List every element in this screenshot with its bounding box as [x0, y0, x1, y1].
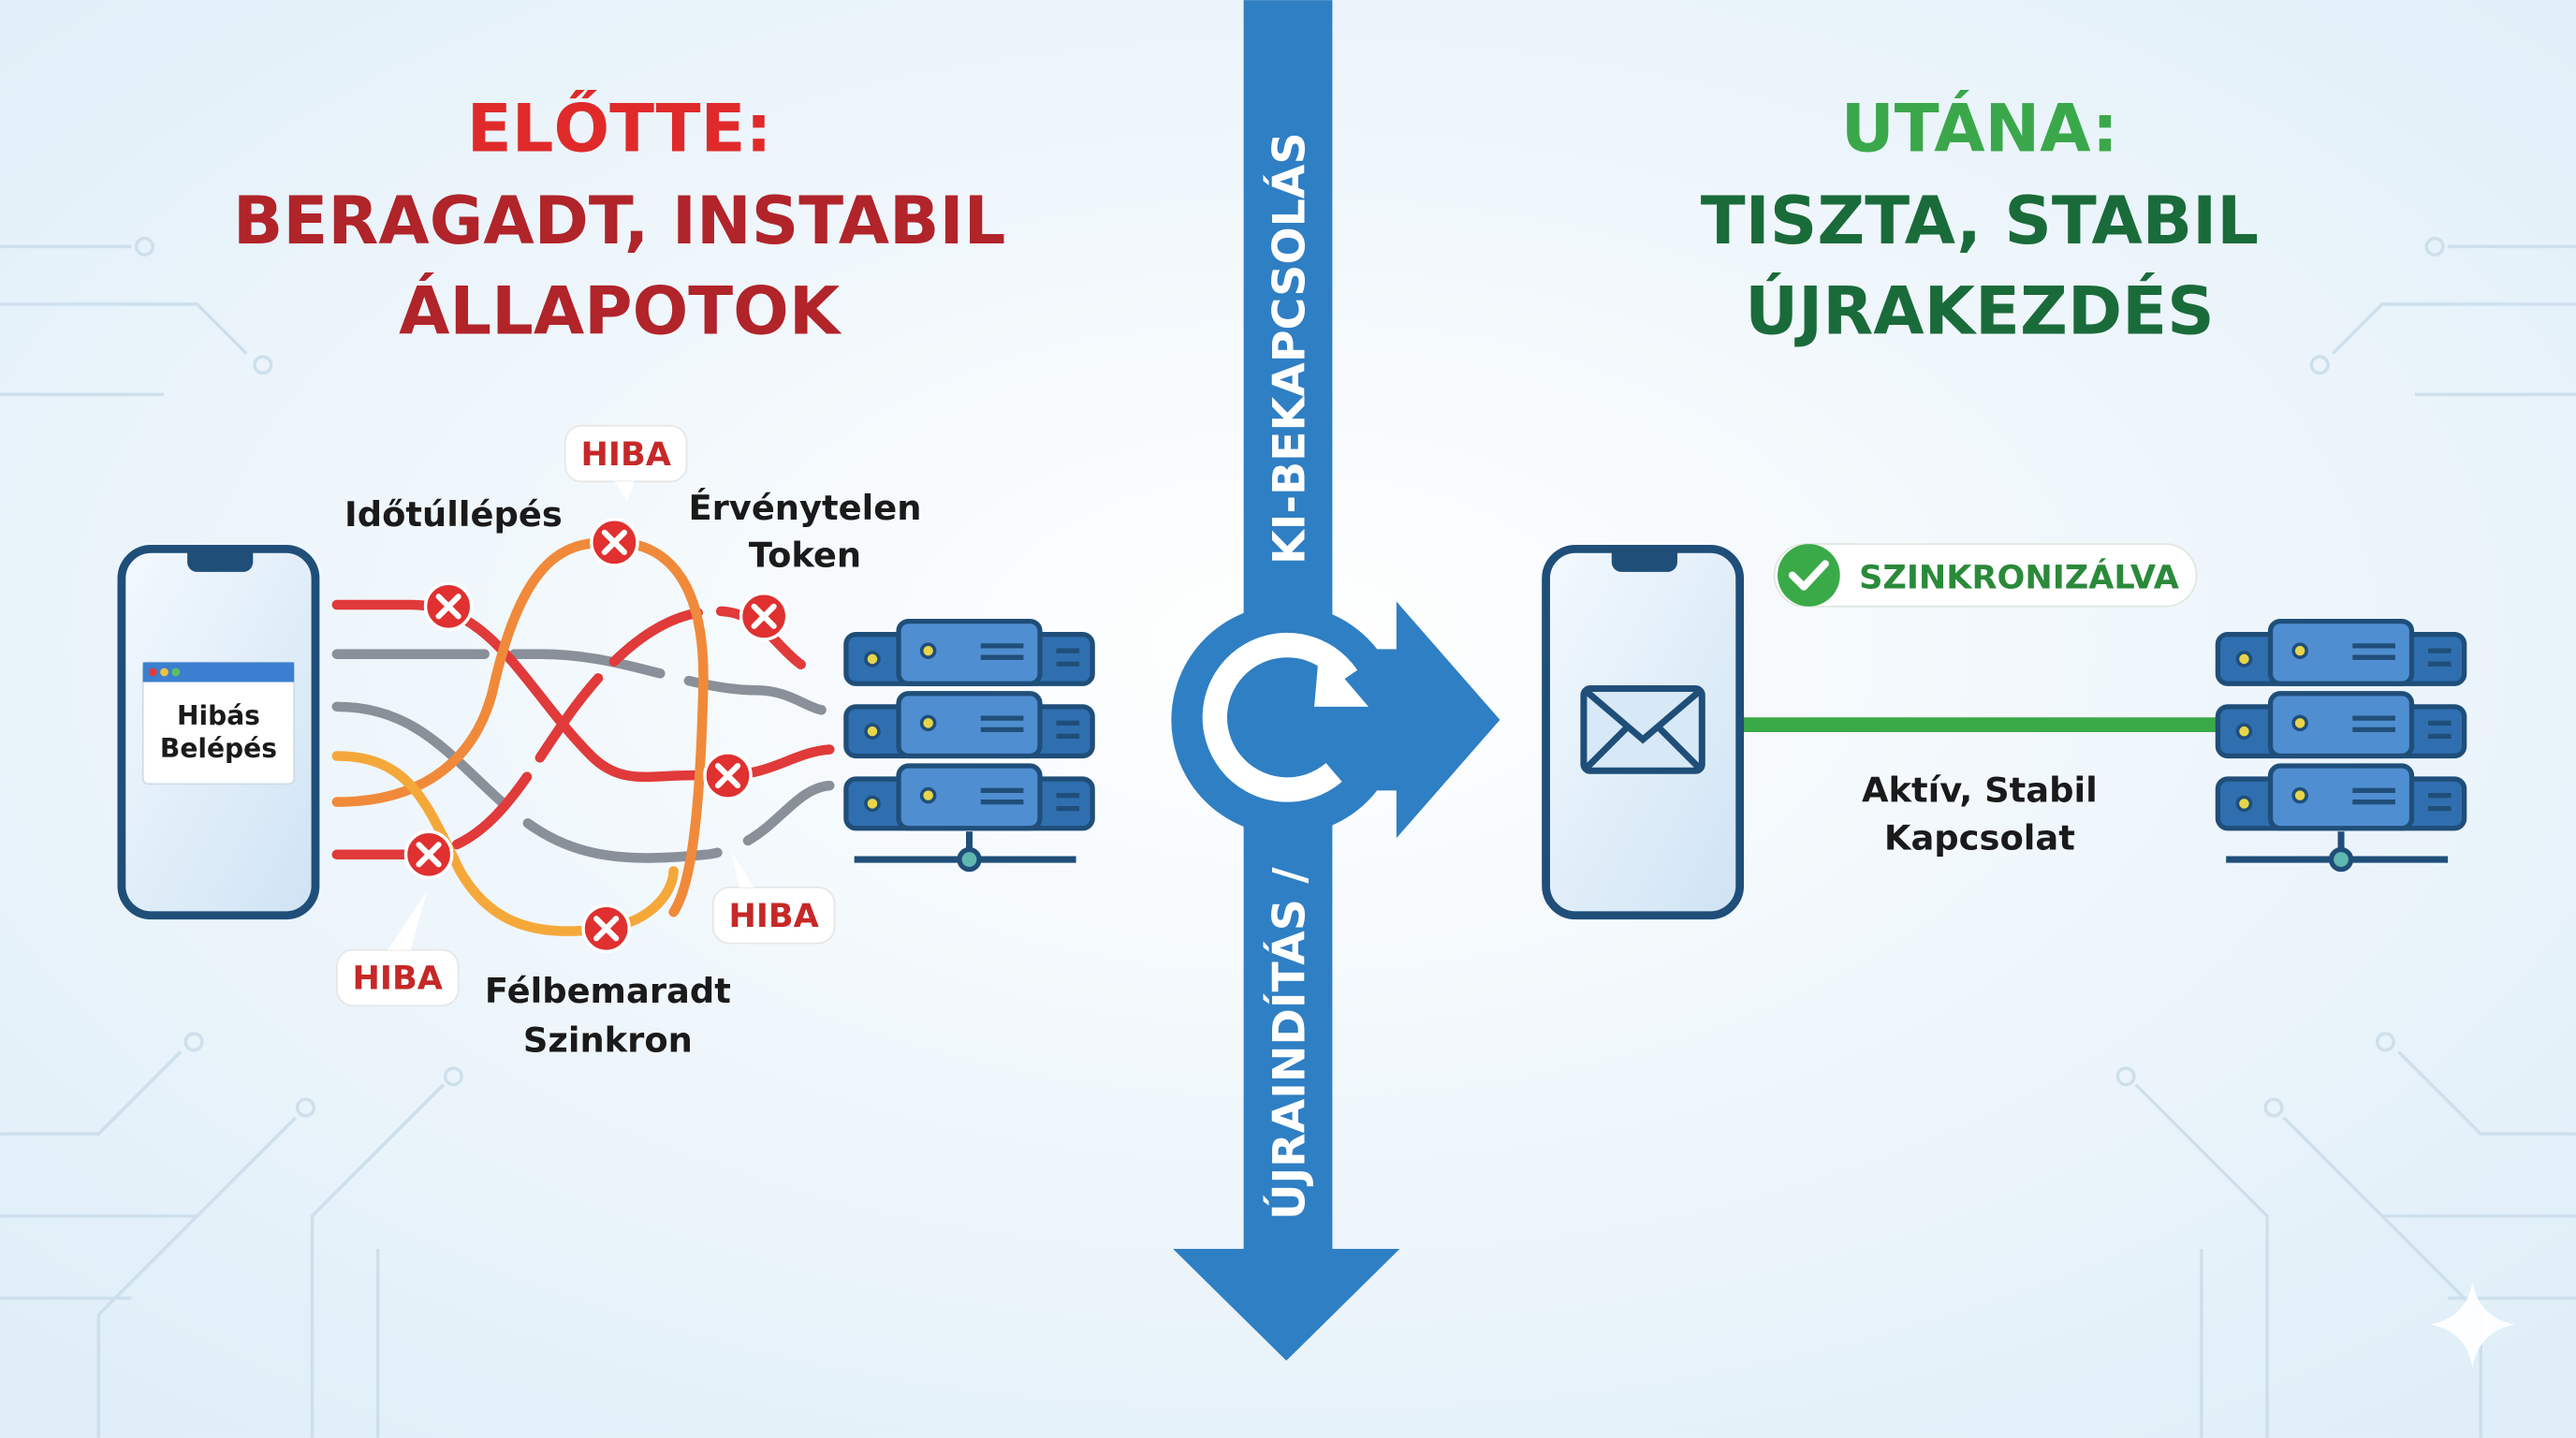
card-line2: Belépés — [160, 733, 277, 764]
phone-before: Hibás Belépés — [117, 544, 320, 920]
before-title-line2: BERAGADT, INSTABIL — [233, 183, 1005, 259]
card-line1: Hibás — [177, 700, 260, 731]
transition-text-top: KI-BEKAPCSOLÁS — [1263, 132, 1316, 565]
transition-text-bottom: ÚJRAINDÍTÁS / — [1263, 867, 1316, 1220]
after-title-line2: TISZTA, STABIL — [1701, 183, 2259, 259]
circuit-decoration — [0, 236, 2576, 1438]
restart-transition: KI-BEKAPCSOLÁS ÚJRAINDÍTÁS / — [1171, 0, 1500, 1361]
label-invalid-token-line2: Token — [749, 536, 861, 576]
label-incomplete-sync-line2: Szinkron — [523, 1020, 693, 1060]
before-title-line3: ÁLLAPOTOK — [399, 272, 842, 349]
refresh-icon — [1202, 632, 1368, 802]
synced-status-text: SZINKRONIZÁLVA — [1859, 557, 2179, 596]
error-badge-text: HIBA — [353, 960, 443, 998]
error-badge: HIBA — [564, 424, 688, 502]
arrow-down-icon — [1173, 1249, 1400, 1361]
phone-after — [1542, 544, 1745, 920]
error-badge-text: HIBA — [728, 897, 818, 935]
error-login-card: Hibás Belépés — [141, 661, 296, 785]
label-timeout: Időtúllépés — [344, 494, 563, 535]
after-title-label: UTÁNA: — [1841, 91, 2118, 168]
error-x-icon — [406, 831, 452, 877]
connection-label-line1: Aktív, Stabil — [1862, 770, 2098, 811]
error-x-icon — [705, 753, 751, 799]
label-incomplete-sync-line1: Félbemaradt — [485, 971, 731, 1011]
server-icon — [2217, 622, 2464, 873]
before-title-label: ELŐTTE: — [467, 91, 772, 168]
check-circle-icon — [1778, 544, 1840, 607]
error-x-icon — [592, 520, 637, 565]
error-x-icon — [426, 583, 472, 629]
error-badge: HIBA — [711, 851, 836, 945]
label-invalid-token-line1: Érvénytelen — [688, 487, 921, 528]
error-badge-text: HIBA — [581, 435, 671, 474]
server-after — [2217, 622, 2464, 873]
after-title-line3: ÚJRAKEZDÉS — [1745, 272, 2214, 349]
connection-label-line2: Kapcsolat — [1884, 818, 2075, 858]
synced-status-badge: SZINKRONIZÁLVA — [1773, 543, 2198, 608]
server-before — [843, 618, 1095, 873]
error-x-icon — [583, 905, 629, 951]
server-icon — [843, 618, 1095, 873]
envelope-icon — [1580, 685, 1705, 774]
error-x-icon — [741, 594, 787, 639]
sparkle-icon — [2429, 1282, 2516, 1368]
